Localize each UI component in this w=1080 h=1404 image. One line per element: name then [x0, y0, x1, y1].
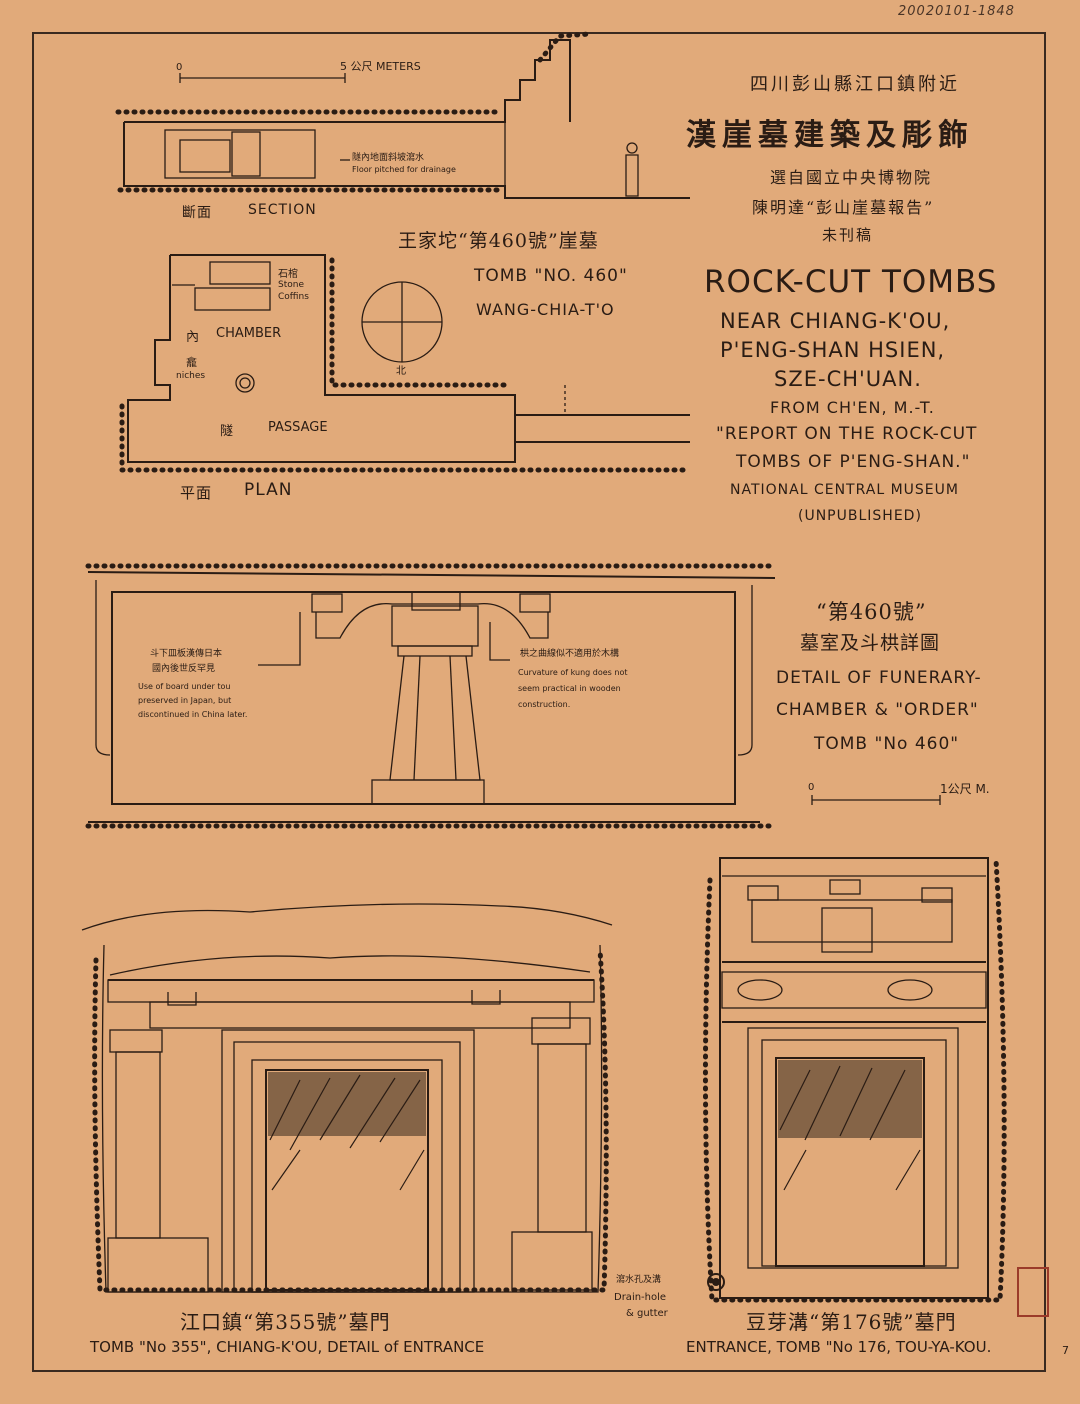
tomb460-title-en-2: WANG-CHIA-T'O — [476, 300, 615, 319]
tomb460-title-cn: 王家坨“第460號”崖墓 — [398, 230, 599, 252]
detail-note-left-en-1: Use of board under tou — [138, 682, 231, 691]
detail-title-en-1: DETAIL OF FUNERARY- — [776, 668, 982, 688]
niche-label-en: niches — [176, 371, 206, 381]
detail-scale-label: 1公尺 M. — [940, 782, 990, 796]
subtitle-line-2: P'ENG-SHAN HSIEN, — [720, 338, 946, 362]
drain-hole-en-2: & gutter — [626, 1308, 668, 1319]
detail-note-right-cn: 栱之曲線似不適用於木構 — [520, 649, 620, 659]
plan-label-en: PLAN — [244, 480, 293, 500]
tomb460-title-en-1: TOMB "NO. 460" — [474, 266, 628, 286]
chamber-label-en: CHAMBER — [216, 326, 282, 341]
section-scale-label: 5 公尺 METERS — [340, 60, 421, 73]
source-en-2: "REPORT ON THE ROCK-CUT — [716, 424, 978, 444]
detail-title-cn-2: 墓室及斗栱詳圖 — [800, 632, 941, 654]
coffin-label-cn: 石棺 — [278, 269, 298, 280]
page-number: 7 — [1062, 1344, 1069, 1357]
coffin-label-en-2: Coffins — [278, 292, 309, 302]
source-en-1: FROM CH'EN, M.-T. — [770, 398, 935, 417]
detail-note-right-en-1: Curvature of kung does not — [518, 668, 628, 677]
subtitle-line-3: SZE-CH'UAN. — [774, 367, 922, 391]
source-cn-3: 未刊稿 — [822, 226, 874, 244]
north-label: 北 — [396, 366, 406, 377]
detail-note-right-en-2: seem practical in wooden — [518, 684, 621, 693]
drain-hole-cn: 瀉水孔及溝 — [616, 1275, 662, 1285]
source-cn-1: 選自國立中央博物院 — [770, 168, 933, 187]
title-en: ROCK-CUT TOMBS — [704, 264, 998, 300]
section-drawing — [115, 31, 690, 199]
detail-note-left-cn-1: 斗下皿板漢傳日本 — [150, 649, 223, 659]
tomb355-drawing — [81, 903, 613, 1293]
detail-note-left-en-3: discontinued in China later. — [138, 710, 248, 719]
drain-note-cn: 隧內地面斜坡瀉水 — [352, 153, 425, 163]
location-cn: 四川彭山縣江口鎮附近 — [750, 74, 960, 95]
source-cn-2: 陳明達“彭山崖墓報告” — [752, 198, 935, 217]
tomb355-caption-cn: 江口鎮“第355號”墓門 — [180, 1310, 391, 1334]
source-en-5: (UNPUBLISHED) — [798, 508, 922, 524]
detail-title-en-2: CHAMBER & "ORDER" — [776, 700, 979, 720]
plan-label-cn: 平面 — [180, 484, 213, 502]
subtitle-line-1: NEAR CHIANG-K'OU, — [720, 309, 951, 333]
tomb176-caption-en: ENTRANCE, TOMB "No 176, TOU-YA-KOU. — [686, 1338, 992, 1356]
tomb355-caption-en: TOMB "No 355", CHIANG-K'OU, DETAIL of EN… — [90, 1338, 485, 1356]
tomb176-caption-cn: 豆芽溝“第176號”墓門 — [746, 1310, 957, 1334]
chamber-label-cn: 內 — [186, 330, 200, 345]
detail-title-en-3: TOMB "No 460" — [814, 734, 960, 754]
source-en-3: TOMBS OF P'ENG-SHAN." — [736, 452, 971, 472]
tomb176-drawing — [702, 857, 1007, 1303]
section-scale-zero: 0 — [176, 62, 183, 73]
plan-drawing — [119, 254, 693, 473]
detail-title-cn-1: “第460號” — [816, 600, 927, 624]
title-cn: 漢崖墓建築及彫飾 — [686, 118, 974, 153]
detail-note-right-en-3: construction. — [518, 700, 571, 709]
sheet-border — [32, 32, 1046, 1372]
section-label-en: SECTION — [248, 202, 317, 218]
detail-note-left-cn-2: 國內後世反罕見 — [152, 664, 216, 674]
section-label-cn: 斷面 — [182, 205, 212, 221]
archive-number: 20020101-1848 — [898, 4, 1015, 19]
niche-label-cn: 龕 — [186, 356, 197, 369]
artist-seal — [1017, 1267, 1049, 1317]
passage-label-cn: 隧 — [220, 424, 234, 439]
source-en-4: NATIONAL CENTRAL MUSEUM — [730, 482, 959, 498]
drain-hole-en-1: Drain-hole — [614, 1292, 667, 1303]
detail-scale-zero: 0 — [808, 782, 815, 793]
order-detail-drawing — [85, 563, 941, 829]
coffin-label-en-1: Stone — [278, 280, 304, 290]
passage-label-en: PASSAGE — [268, 420, 328, 435]
detail-note-left-en-2: preserved in Japan, but — [138, 696, 232, 705]
drain-note-en: Floor pitched for drainage — [352, 165, 456, 174]
